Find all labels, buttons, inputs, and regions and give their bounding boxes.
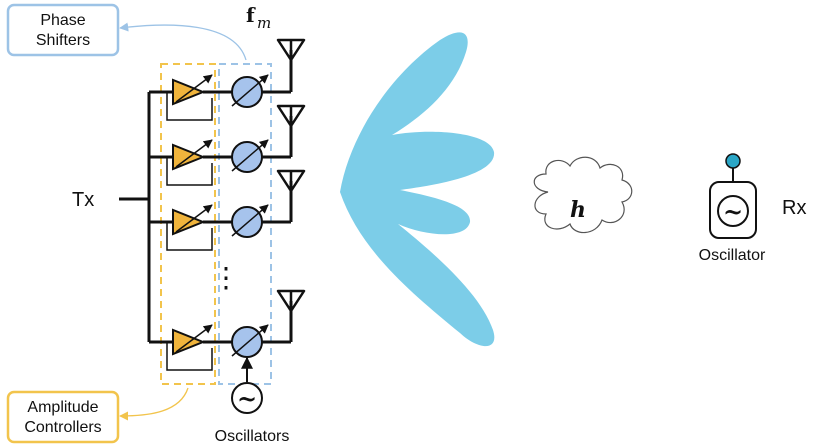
antenna-icon (276, 169, 306, 193)
phase-adjust-arrow (231, 139, 269, 172)
oscillators-label: Oscillators (215, 428, 290, 445)
svg-text:~: ~ (723, 197, 743, 226)
amplitude-controllers-label-line2: Controllers (24, 419, 101, 436)
phase-adjust-arrow (231, 204, 269, 237)
amplitude-control-loop (166, 92, 213, 121)
phase-adjust-arrow (231, 74, 269, 107)
channel-symbol: h (570, 197, 586, 223)
amplitude-control-loop (166, 342, 213, 371)
rx-label: Rx (782, 197, 806, 219)
amplifier-adjust-arrow (175, 139, 213, 168)
rf-chain-4 (149, 289, 306, 371)
antenna-icon (276, 104, 306, 128)
rx-oscillator-icon: ~ (717, 195, 749, 227)
amplitude-controllers-pointer-arrow (119, 387, 189, 421)
fm-subscript: m (257, 14, 271, 32)
rf-chain-1 (149, 38, 306, 121)
svg-text:~: ~ (237, 384, 257, 413)
phase-shifters-label-line2: Shifters (36, 32, 90, 49)
amplitude-control-loop (166, 222, 213, 251)
phase-adjust-arrow (231, 324, 269, 357)
antenna-icon (276, 38, 306, 62)
vertical-dots: ⋮ (212, 262, 240, 293)
phase-shifters-pointer-arrow (119, 22, 247, 61)
rx-oscillator-label: Oscillator (699, 247, 766, 264)
rf-chain-3 (149, 169, 306, 251)
antenna-icon (276, 289, 306, 313)
antenna-chains (149, 38, 306, 371)
amplitude-controllers-label-box: Amplitude Controllers (6, 390, 120, 444)
amplifier-adjust-arrow (175, 74, 213, 103)
amplitude-controllers-label-line1: Amplitude (27, 399, 98, 416)
tx-label: Tx (72, 189, 94, 211)
amplitude-controllers-dashed-box (160, 63, 216, 385)
amplitude-control-loop (166, 157, 213, 186)
beam-pattern (340, 32, 495, 347)
tx-oscillator-icon: ~ (231, 382, 263, 414)
phase-shifters-label-box: Phase Shifters (6, 3, 120, 57)
amplifier-adjust-arrow (175, 204, 213, 233)
rf-chain-2 (149, 104, 306, 186)
phase-shifters-label-line1: Phase (40, 12, 85, 29)
rx-antenna-dot (725, 153, 741, 169)
channel-cloud (533, 156, 633, 234)
amplifier-adjust-arrow (175, 324, 213, 353)
fm-symbol: f (246, 3, 256, 27)
